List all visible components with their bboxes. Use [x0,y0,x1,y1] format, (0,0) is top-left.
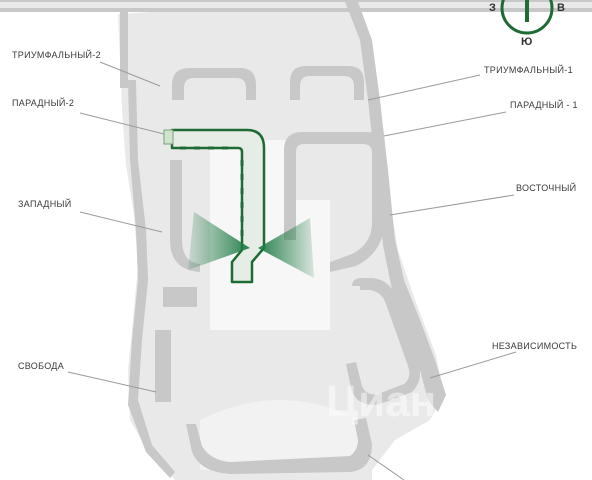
buildings [155,66,420,474]
leader-lines [67,61,517,480]
leader-triumfalny-2 [99,61,161,87]
view-cone-east [258,218,314,278]
leader-triumfalny-1 [367,74,481,101]
road-top-inner [0,2,592,8]
label-nezavisimost: НЕЗАВИСИМОСТЬ [492,341,577,351]
leader-svoboda [67,371,157,393]
label-triumfalny-2: ТРИУМФАЛЬНЫЙ-2 [12,49,101,60]
building-se [346,278,420,405]
road-left [120,8,128,88]
compass-south: Ю [521,36,532,48]
building-east [284,132,384,272]
label-paradny-1: ПАРАДНЫЙ - 1 [510,99,578,110]
boundary-left [128,80,175,478]
leader-nezavisimost [429,351,517,379]
compass-ring [500,0,554,35]
leader-south [367,454,405,480]
view-cone-west [188,212,250,270]
compass-west: З [489,2,496,14]
leader-paradny-2 [79,112,165,135]
leader-vostochny [389,194,515,216]
window-marks [180,146,244,236]
building-west [170,160,200,272]
label-vostochny: ВОСТОЧНЫЙ [516,182,576,193]
building-sw [155,330,171,402]
label-paradny-2: ПАРАДНЫЙ-2 [12,97,74,108]
watermark: Циан [326,377,436,426]
building-south [186,418,372,474]
entrance-marker [163,129,174,145]
leader-paradny-1 [383,111,507,137]
building-ne [290,66,364,100]
walkway-south [200,400,360,470]
label-triumfalny-1: ТРИУМФАЛЬНЫЙ-1 [484,64,573,75]
label-svoboda: СВОБОДА [18,361,64,371]
building-nw [172,68,256,100]
section-highlight[interactable] [170,128,266,284]
label-zapadny: ЗАПАДНЫЙ [18,198,72,209]
compass-east: В [557,2,565,14]
building-small [163,287,197,307]
compass: З В Ю [489,0,565,48]
leader-zapadny [79,211,163,233]
boundary-right [345,2,446,412]
